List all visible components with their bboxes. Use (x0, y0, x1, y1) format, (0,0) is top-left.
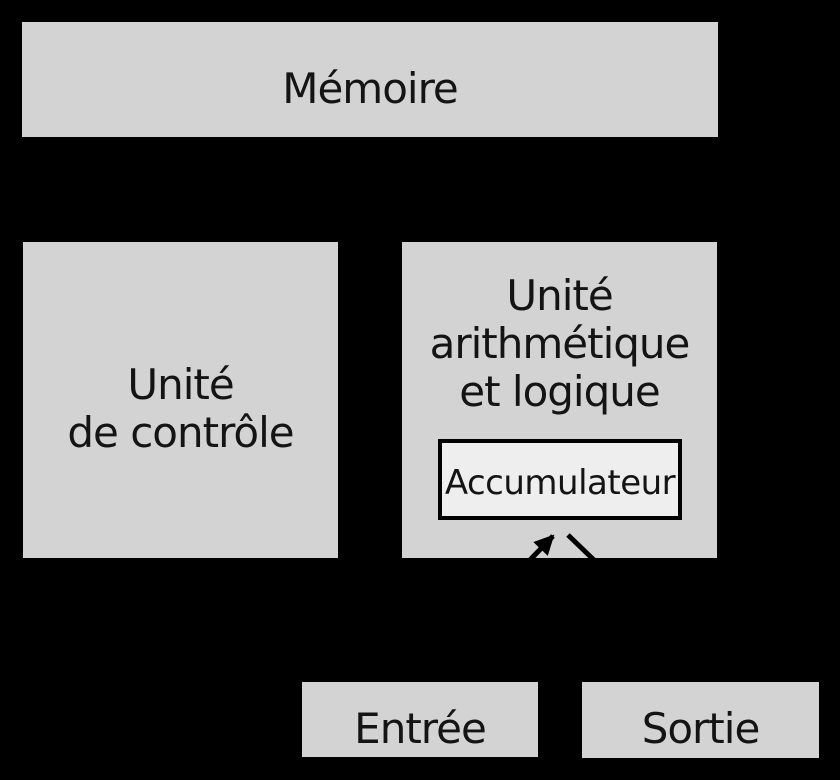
control-unit-box: Unité de contrôle (23, 242, 338, 558)
memory-label: Mémoire (282, 63, 459, 113)
input-box: Entrée (302, 682, 538, 757)
accumulator-box: Accumulateur (438, 439, 682, 520)
control-unit-label-line2: de contrôle (67, 408, 294, 457)
alu-label-line2: arithmétique (429, 319, 691, 368)
alu-label-line3: et logique (459, 367, 660, 416)
input-label: Entrée (354, 703, 487, 753)
output-label: Sortie (641, 704, 761, 753)
alu-label-line1: Unité (506, 271, 613, 320)
output-box: Sortie (582, 682, 819, 758)
control-unit-label-line1: Unité (127, 360, 234, 409)
accumulator-label: Accumulateur (444, 462, 676, 503)
memory-box: Mémoire (22, 22, 718, 137)
